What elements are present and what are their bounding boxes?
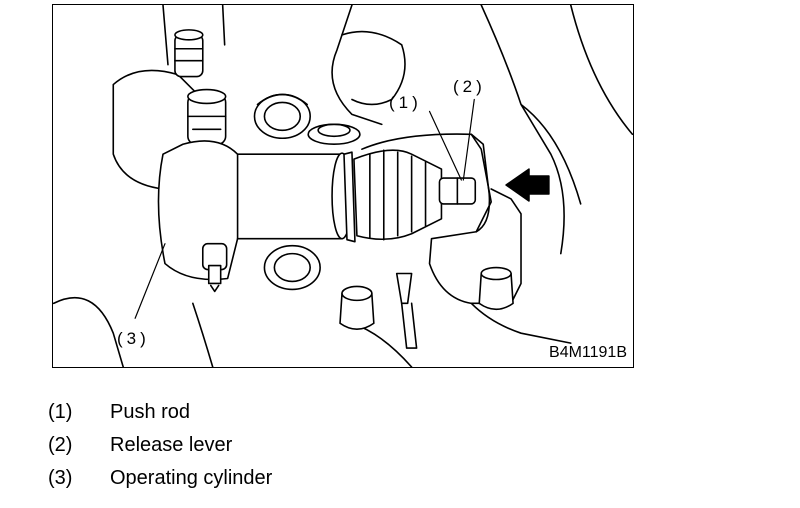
legend-item: (1) Push rod (48, 396, 272, 429)
callout-1: (1) (389, 93, 422, 112)
housing-outline-lower (53, 296, 572, 367)
bottom-bolt (339, 285, 375, 331)
diagram-frame: (1) (2) (3) B4M1191B (52, 4, 634, 368)
casting-right (341, 30, 406, 106)
housing-outline (162, 5, 633, 255)
legend-list: (1) Push rod (2) Release lever (3) Opera… (48, 396, 272, 495)
legend-number: (2) (48, 434, 73, 456)
figure-code: B4M1191B (549, 344, 627, 361)
direction-arrow (505, 168, 550, 202)
pin (395, 272, 413, 305)
callout-2: (2) (453, 77, 486, 96)
legend-number: (1) (48, 401, 73, 423)
push-rod (438, 177, 477, 205)
legend-label: Release lever (110, 434, 233, 456)
pin-rod (400, 302, 418, 349)
small-ring (307, 123, 361, 146)
leader-line-1 (428, 110, 462, 181)
upper-bolt (174, 29, 204, 78)
legend-number: (3) (48, 467, 73, 489)
legend-item: (3) Operating cylinder (48, 462, 272, 495)
lower-right-bolt (478, 266, 514, 311)
clutch-assembly-illustration (53, 5, 633, 367)
dust-boot (343, 149, 443, 243)
cylinder-mount-bolt (187, 88, 227, 146)
operating-cylinder (157, 140, 353, 281)
legend-label: Operating cylinder (110, 467, 273, 489)
callout-3: (3) (117, 329, 150, 348)
bleeder-screw (201, 242, 228, 293)
release-lever (361, 133, 522, 305)
upper-ring (253, 93, 311, 140)
lower-ring (263, 244, 321, 291)
leader-line-2 (462, 98, 475, 181)
legend-item: (2) Release lever (48, 429, 272, 462)
legend-label: Push rod (110, 401, 191, 423)
leader-line-3 (134, 243, 166, 319)
